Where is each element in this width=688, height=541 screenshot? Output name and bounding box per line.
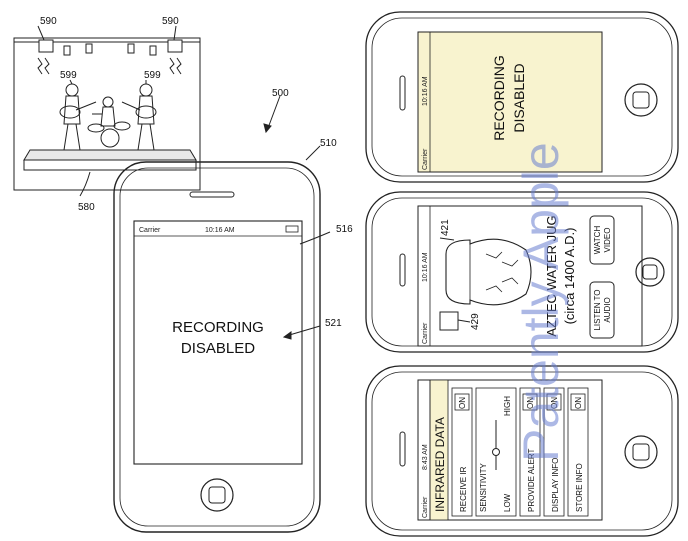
watch-label-line1: WATCH [593, 226, 602, 255]
store-info-label: STORE INFO [575, 463, 584, 512]
stage-frame [13, 37, 201, 191]
sensitivity-slider-knob[interactable] [492, 448, 500, 456]
jug-illustration [445, 238, 532, 306]
phone-top-home-button[interactable] [624, 83, 658, 117]
ref-590-right: 590 [162, 16, 179, 27]
display-info-toggle[interactable] [546, 393, 562, 411]
ref-421: 421 [440, 219, 451, 236]
watch-video-button[interactable] [589, 215, 615, 265]
ref-516: 516 [336, 224, 353, 235]
sensitivity-row[interactable] [475, 387, 517, 517]
top-message-line2: DISABLED [511, 63, 527, 132]
ref-599-left: 599 [60, 70, 77, 81]
top-time-label: 10:16 AM [422, 76, 429, 106]
main-message-line1: RECORDING [172, 319, 264, 336]
sensitivity-low-label: LOW [503, 493, 512, 512]
phone-bot [365, 365, 679, 537]
mid-carrier-label: Carrier [422, 322, 429, 344]
provide-alert-toggle[interactable] [522, 393, 538, 411]
drummer [102, 96, 114, 108]
store-info-row[interactable] [567, 387, 589, 517]
ref-521: 521 [325, 318, 342, 329]
sensitivity-high-label: HIGH [503, 396, 512, 416]
display-info-row[interactable] [543, 387, 565, 517]
receive-ir-label: RECEIVE IR [459, 466, 468, 512]
receive-ir-toggle[interactable] [454, 393, 470, 411]
receive-ir-toggle-label: ON [458, 397, 467, 409]
ref-599-right: 599 [144, 70, 161, 81]
main-phone [113, 145, 331, 533]
display-info-toggle-label: ON [550, 397, 559, 409]
watermark: Patently Apple [513, 142, 569, 462]
stage-light-left [38, 39, 54, 53]
provide-alert-toggle-label: ON [526, 397, 535, 409]
provide-alert-label: PROVIDE ALERT [527, 448, 536, 512]
jug-thumbnail[interactable] [439, 311, 459, 331]
phone-mid-home-button[interactable] [635, 257, 665, 287]
ref-429: 429 [470, 313, 481, 330]
top-carrier-label: Carrier [422, 148, 429, 170]
phone-top-screen [417, 31, 603, 173]
main-phone-body [113, 161, 321, 533]
ref-510: 510 [320, 138, 337, 149]
main-message-line2: DISABLED [181, 340, 255, 357]
listen-label-line2: AUDIO [603, 297, 612, 322]
phone-mid-screen [417, 205, 643, 347]
mid-title-line2: (circa 1400 A.D.) [562, 228, 577, 325]
stage-platform [23, 149, 197, 161]
main-phone-home-button[interactable] [200, 478, 234, 512]
phone-bot-home-button[interactable] [624, 435, 658, 469]
concert-scene [13, 25, 281, 197]
main-time-label: 10:16 AM [205, 227, 235, 234]
mid-time-label: 10:16 AM [422, 252, 429, 282]
phone-top [365, 11, 679, 183]
listen-label-line1: LISTEN TO [593, 289, 602, 330]
store-info-toggle[interactable] [570, 393, 586, 411]
sensitivity-label: SENSITIVITY [479, 462, 488, 512]
receive-ir-row[interactable] [451, 387, 473, 517]
top-message-line1: RECORDING [491, 55, 507, 141]
battery-icon [285, 225, 299, 233]
main-carrier-label: Carrier [139, 227, 161, 234]
performer-left [65, 83, 79, 97]
ref-500: 500 [272, 88, 289, 99]
main-phone-screen [133, 220, 303, 465]
display-info-label: DISPLAY INFO [551, 458, 560, 512]
performer-right [139, 83, 153, 97]
bot-time-label: 8:43 AM [422, 444, 429, 470]
mid-title-line1: AZTEC WATER JUG [544, 215, 559, 336]
store-info-toggle-label: ON [574, 397, 583, 409]
ref-580: 580 [78, 202, 95, 213]
watch-label-line2: VIDEO [603, 228, 612, 253]
infrared-title: INFRARED DATA [433, 417, 447, 512]
phone-mid [365, 191, 679, 353]
main-phone-speaker [189, 191, 235, 198]
listen-to-audio-button[interactable] [589, 281, 615, 339]
provide-alert-row[interactable] [519, 387, 541, 517]
bot-carrier-label: Carrier [422, 496, 429, 518]
stage-light-right [167, 39, 183, 53]
ref-590-left: 590 [40, 16, 57, 27]
